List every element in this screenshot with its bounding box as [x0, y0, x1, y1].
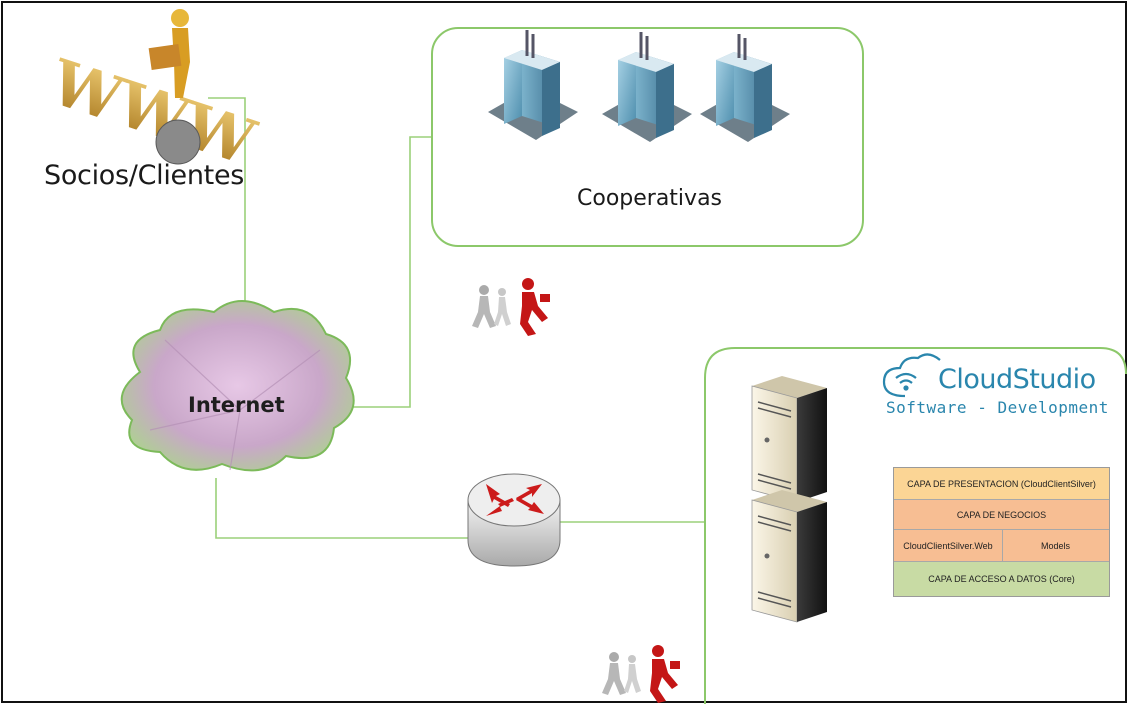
layer-presentacion: CAPA DE PRESENTACION (CloudClientSilver) [894, 468, 1109, 500]
internet-label: Internet [188, 393, 285, 417]
connector-internet-router [215, 478, 470, 539]
building-icon [602, 32, 692, 142]
cooperativas-label: Cooperativas [577, 186, 723, 211]
layer-acceso-datos: CAPA DE ACCESO A DATOS (Core) [894, 562, 1109, 596]
cloudstudio-logo-name: CloudStudio [938, 364, 1096, 395]
cloudstudio-logo-icon [882, 353, 941, 398]
architecture-layers: CAPA DE PRESENTACION (CloudClientSilver)… [893, 467, 1110, 597]
datacenter-container [704, 347, 1127, 704]
cloud-icon [120, 300, 355, 472]
connector-socios-internet [208, 97, 246, 328]
server-icon [751, 376, 827, 503]
layer-negocios: CAPA DE NEGOCIOS [894, 500, 1109, 530]
socios-clientes-label: Socios/Clientes [44, 160, 245, 191]
business-people-icon [602, 645, 680, 703]
cooperativas-container [431, 27, 864, 247]
router-icon [467, 473, 561, 567]
business-people-icon [472, 278, 550, 336]
layer-web-models: CloudClientSilver.Web Models [894, 530, 1109, 562]
building-icon [700, 34, 790, 142]
layer-web: CloudClientSilver.Web [894, 530, 1003, 561]
connector-internet-cooperativas [345, 136, 432, 408]
building-icon [488, 30, 578, 140]
cloudstudio-logo-subtitle: Software - Development [886, 398, 1109, 417]
www-person-icon: WWW [41, 9, 265, 180]
layer-models: Models [1040, 540, 1070, 551]
connectors [208, 97, 705, 539]
server-icon [751, 490, 827, 623]
